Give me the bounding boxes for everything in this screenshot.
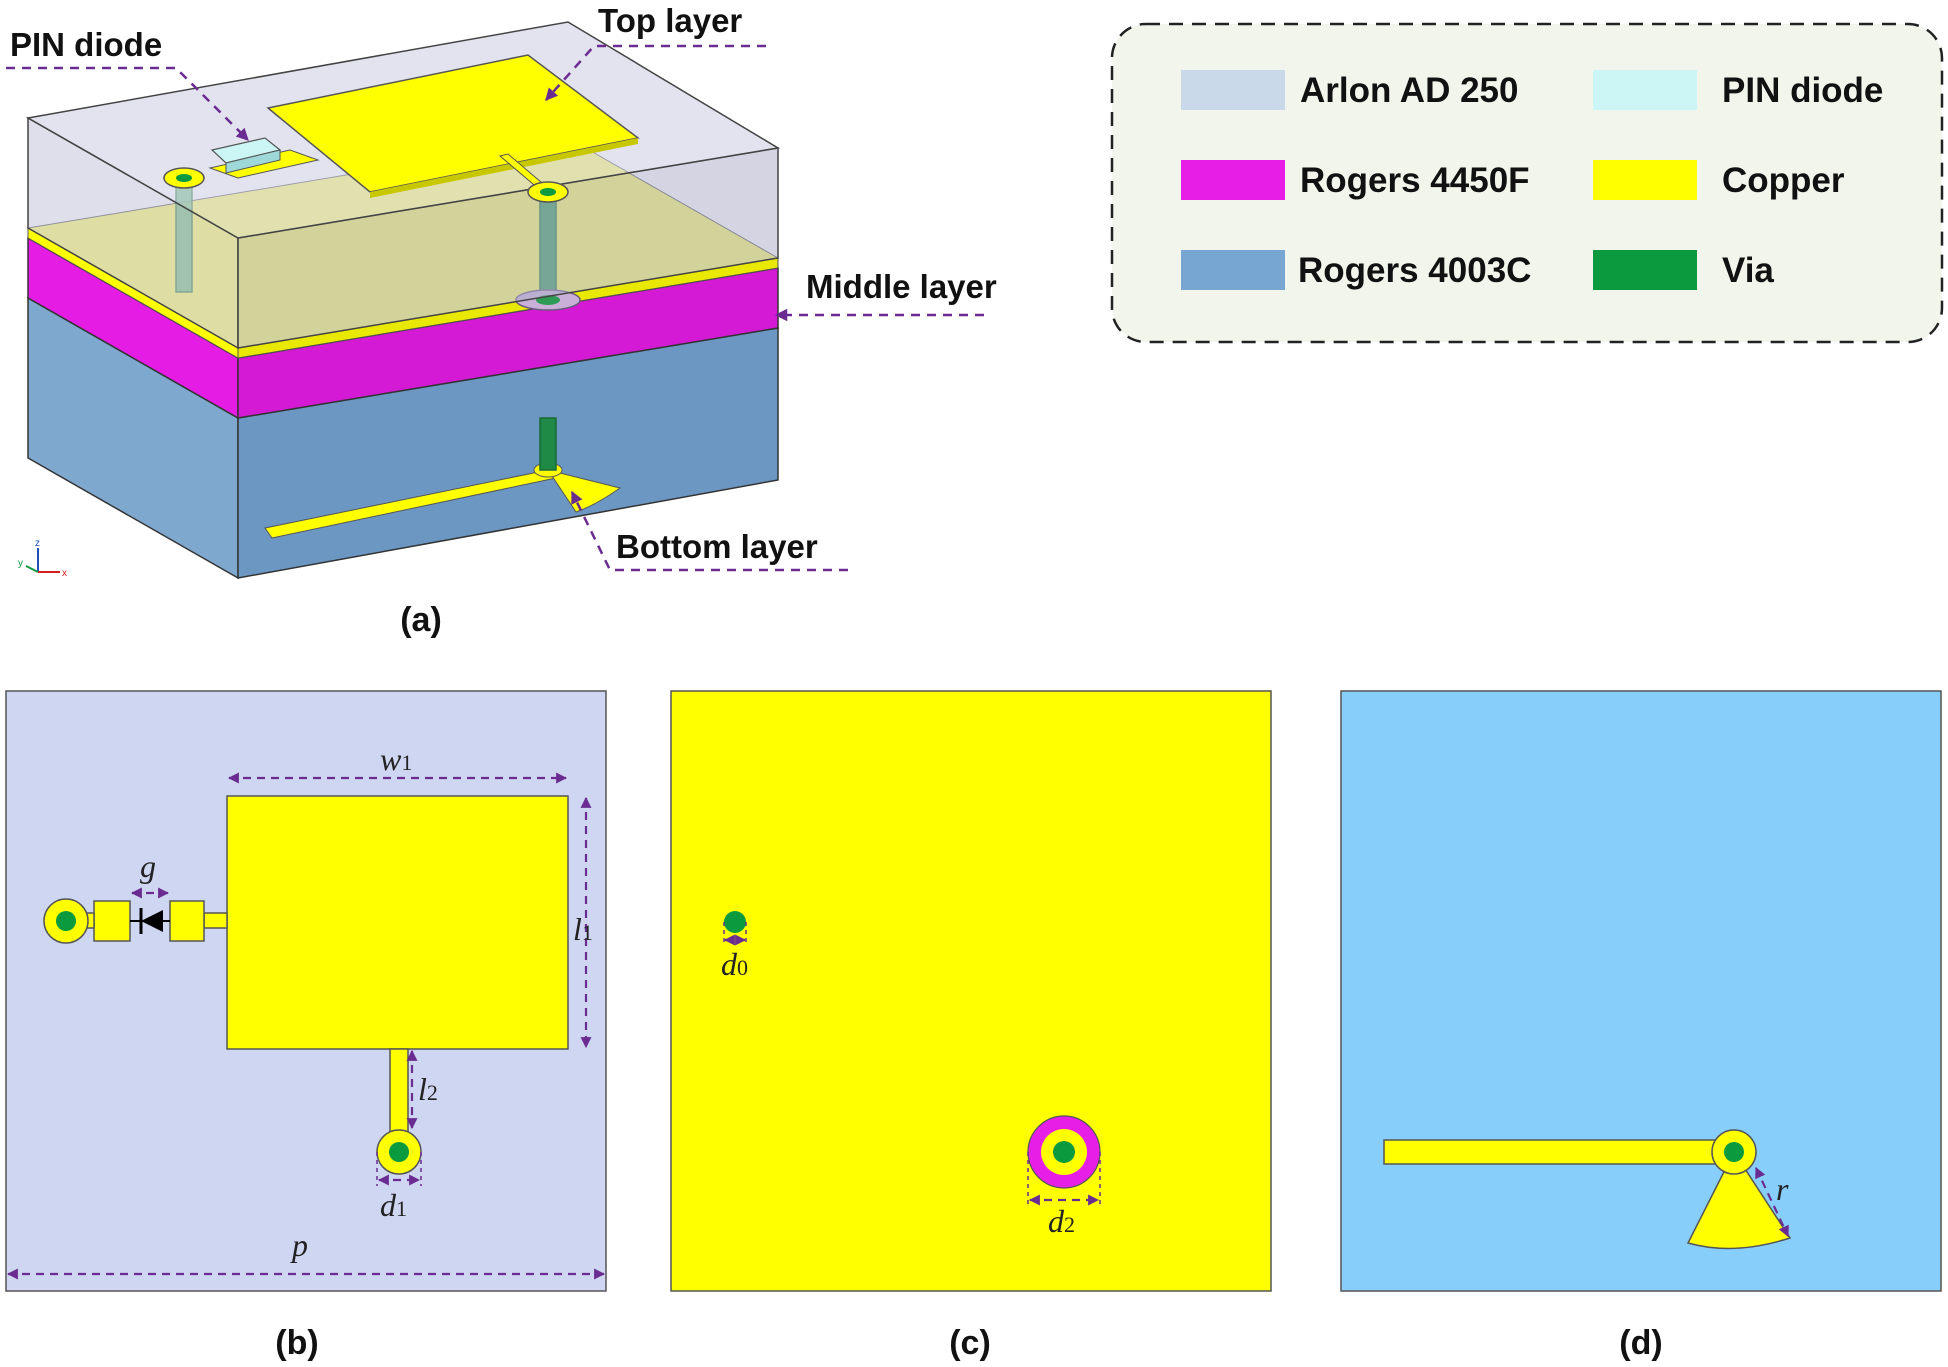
panel-d-substrate — [1340, 690, 1942, 1292]
bias-line — [1383, 1139, 1735, 1165]
legend-label: PIN diode — [1722, 71, 1883, 110]
dim-l1-label: l1 — [573, 911, 593, 947]
panel-c-ground — [670, 690, 1272, 1292]
middle-layer-label: Middle layer — [806, 268, 997, 305]
via-dot-d1 — [389, 1142, 409, 1162]
legend-label: Rogers 4003C — [1298, 251, 1531, 290]
legend-box — [1110, 22, 1944, 344]
via-middle — [1053, 1141, 1075, 1163]
via-d0 — [724, 911, 746, 933]
legend: Arlon AD 250 PIN diode Rogers 4450F Copp… — [1110, 22, 1944, 344]
diode-symbol — [130, 908, 170, 934]
panel-b-top-layer: w1 l1 g l2 d1 p (b) — [5, 690, 607, 1362]
axis-x-label: x — [62, 568, 67, 579]
dim-g-label: g — [140, 848, 156, 884]
panel-a-3d-view: z y x PIN diode Top layer Middle layer B… — [6, 2, 997, 639]
via-bottom — [539, 417, 557, 471]
caption-b: (b) — [275, 1324, 318, 1362]
dim-d0-label: d0 — [721, 946, 748, 982]
arm-pad-right — [169, 900, 205, 942]
dim-d2-label: d2 — [1048, 1203, 1075, 1239]
caption-a: (a) — [400, 601, 442, 639]
top-layer-label: Top layer — [598, 2, 742, 39]
dim-w1-label: w1 — [380, 741, 412, 777]
legend-swatch — [1593, 160, 1697, 200]
legend-swatch — [1593, 250, 1697, 290]
panel-d-bottom-layer: r (d) — [1340, 690, 1942, 1362]
legend-swatch — [1181, 250, 1285, 290]
panel-c-middle-layer: d0 d2 (c) — [670, 690, 1272, 1362]
top-left-via-dot — [176, 174, 192, 182]
axes-indicator: z y x — [18, 538, 67, 579]
pin-diode-leader — [6, 66, 249, 141]
arm-connector — [203, 912, 228, 929]
dim-r-label: r — [1776, 1171, 1789, 1207]
legend-swatch — [1181, 160, 1285, 200]
top-patch-edge — [370, 138, 638, 198]
legend-swatch — [1593, 70, 1697, 110]
legend-item-arlon: Arlon AD 250 — [1181, 70, 1518, 110]
feed-line — [389, 1048, 409, 1133]
legend-swatch — [1181, 70, 1285, 110]
dim-l2-label: l2 — [418, 1071, 438, 1107]
pin-diode-label: PIN diode — [10, 26, 162, 63]
dim-d1-label: d1 — [380, 1187, 407, 1223]
legend-label: Arlon AD 250 — [1300, 71, 1518, 110]
axis-y-label: y — [18, 558, 23, 569]
legend-item-rogers4450f: Rogers 4450F — [1181, 160, 1530, 200]
dim-r-line — [1755, 1167, 1789, 1237]
bottom-layer-label: Bottom layer — [616, 528, 818, 565]
caption-d: (d) — [1619, 1324, 1662, 1362]
dim-p-label: p — [290, 1227, 308, 1263]
via-dot-left — [56, 911, 76, 931]
legend-item-via: Via — [1593, 250, 1774, 290]
pin-diode-side — [225, 149, 281, 174]
top-patch-2d — [226, 795, 569, 1050]
legend-label: Rogers 4450F — [1300, 161, 1530, 200]
legend-label: Via — [1722, 251, 1774, 290]
bottom-layer-leader — [570, 490, 848, 572]
bottom-fan-stub — [546, 469, 622, 513]
legend-item-copper: Copper — [1593, 160, 1845, 200]
legend-label: Copper — [1722, 161, 1845, 200]
arm-pad-left — [93, 900, 131, 942]
axis-z-label: z — [35, 538, 40, 549]
legend-item-pin-diode: PIN diode — [1593, 70, 1883, 110]
legend-item-rogers4003c: Rogers 4003C — [1181, 250, 1531, 290]
via-dot-bottom — [1724, 1142, 1744, 1162]
caption-c: (c) — [949, 1324, 991, 1362]
top-right-via-dot — [540, 188, 556, 196]
